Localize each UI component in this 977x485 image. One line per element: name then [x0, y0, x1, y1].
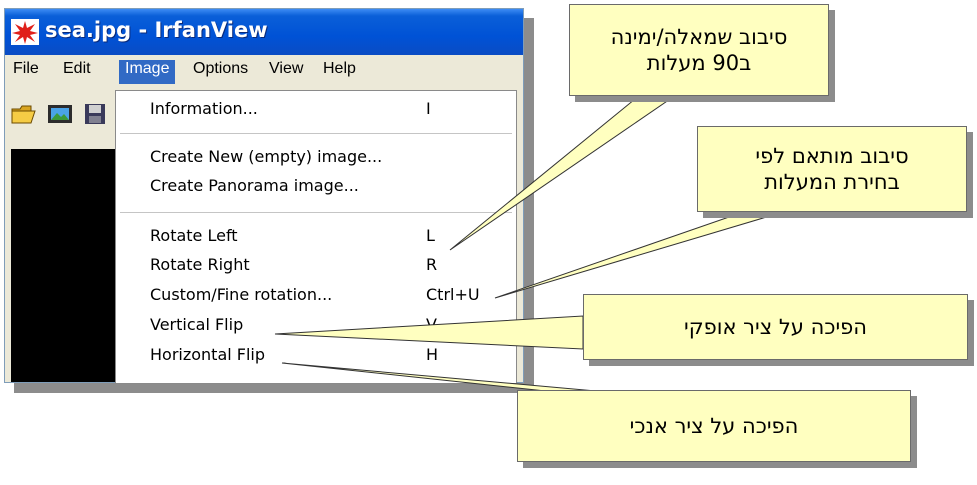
- title-bar[interactable]: sea.jpg - IrfanView: [5, 9, 523, 55]
- shortcut-rotate-right: R: [426, 255, 438, 274]
- shortcut-information: I: [426, 99, 431, 118]
- callout-rotate-90-line1: סיבוב שמאלה/ימינה: [610, 24, 788, 49]
- menu-item-rotate-left[interactable]: Rotate Left: [150, 226, 238, 245]
- menu-file[interactable]: File: [13, 60, 39, 77]
- menu-bar: File Edit Image Options View Help: [5, 55, 523, 89]
- menu-separator: [120, 133, 512, 134]
- callout-rotate-90: סיבוב שמאלה/ימינה ב90 מעלות: [569, 4, 829, 96]
- menu-item-custom-rotation[interactable]: Custom/Fine rotation...: [150, 285, 333, 304]
- callout-vertical-flip: הפיכה על ציר אופקי: [583, 294, 968, 360]
- image-menu-dropdown: Information... I Create New (empty) imag…: [115, 90, 517, 384]
- menu-help[interactable]: Help: [323, 60, 356, 77]
- toolbar: [5, 89, 113, 139]
- callout-custom-rotation: סיבוב מותאם לפי בחירת המעלות: [697, 126, 967, 212]
- slideshow-icon[interactable]: [47, 103, 73, 125]
- callout-custom-rotation-line1: סיבוב מותאם לפי: [755, 143, 909, 168]
- menu-item-rotate-right[interactable]: Rotate Right: [150, 255, 250, 274]
- shortcut-custom-rotation: Ctrl+U: [426, 285, 480, 304]
- shortcut-vertical-flip: V: [426, 315, 437, 334]
- menu-image[interactable]: Image: [119, 60, 176, 84]
- irfanview-icon: [11, 19, 39, 45]
- menu-item-information[interactable]: Information...: [150, 99, 258, 118]
- leader-custom: [494, 207, 791, 299]
- callout-vertical-flip-text: הפיכה על ציר אופקי: [684, 314, 867, 339]
- save-icon[interactable]: [83, 103, 109, 125]
- menu-item-vertical-flip[interactable]: Vertical Flip: [150, 315, 244, 334]
- callout-rotate-90-line2: ב90 מעלות: [646, 51, 752, 75]
- menu-edit[interactable]: Edit: [63, 60, 91, 77]
- image-viewport[interactable]: [11, 149, 119, 382]
- menu-item-create-new-image[interactable]: Create New (empty) image...: [150, 147, 383, 166]
- shortcut-rotate-left: L: [426, 226, 435, 245]
- callout-horizontal-flip: הפיכה על ציר אנכי: [517, 390, 911, 462]
- menu-options[interactable]: Options: [193, 60, 249, 77]
- open-folder-icon[interactable]: [11, 103, 37, 125]
- menu-item-horizontal-flip[interactable]: Horizontal Flip: [150, 345, 266, 364]
- window-title: sea.jpg - IrfanView: [45, 18, 268, 42]
- shortcut-horizontal-flip: H: [426, 345, 439, 364]
- menu-separator: [120, 212, 512, 213]
- callout-custom-rotation-line2: בחירת המעלות: [764, 170, 900, 194]
- menu-item-create-panorama[interactable]: Create Panorama image...: [150, 176, 359, 195]
- callout-horizontal-flip-text: הפיכה על ציר אנכי: [629, 413, 799, 438]
- menu-view[interactable]: View: [269, 60, 304, 77]
